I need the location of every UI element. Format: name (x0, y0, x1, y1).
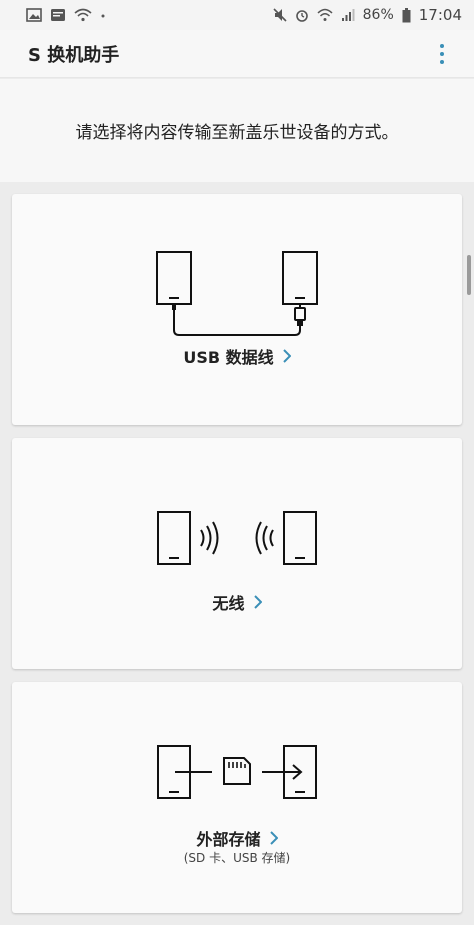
option-wireless-label-row: 无线 (12, 590, 462, 614)
cell-signal-icon (341, 8, 355, 22)
option-wireless[interactable]: 无线 (12, 438, 462, 669)
chevron-right-icon (269, 831, 278, 845)
alarm-icon (295, 8, 309, 22)
more-options-dot (440, 51, 444, 56)
external-storage-icon (157, 745, 317, 799)
option-wireless-label: 无线 (212, 594, 245, 613)
option-external-label: 外部存储 (196, 830, 261, 849)
more-options-button[interactable] (432, 39, 452, 69)
wifi-signal-icon (317, 8, 333, 22)
status-bar: 86% 17:04 (0, 0, 474, 30)
app-bar: S 换机助手 (0, 30, 474, 78)
option-usb-label-row: USB 数据线 (12, 344, 462, 368)
scrollbar[interactable] (467, 255, 471, 295)
message-notification-icon (50, 8, 66, 22)
gallery-notification-icon (26, 8, 42, 22)
more-options-dot (440, 43, 444, 48)
option-external-label-row: 外部存储 (12, 826, 462, 850)
option-usb-cable[interactable]: USB 数据线 (12, 194, 462, 425)
wifi-notification-icon (74, 8, 92, 22)
intro-text: 请选择将内容传输至新盖乐世设备的方式。 (0, 79, 474, 182)
option-usb-label: USB 数据线 (183, 348, 274, 367)
dot-indicator-icon (100, 8, 106, 22)
option-external-storage[interactable]: 外部存储 (SD 卡、USB 存储) (12, 682, 462, 913)
battery-icon (402, 7, 411, 23)
option-external-sublabel: (SD 卡、USB 存储) (183, 851, 291, 865)
intro-label: 请选择将内容传输至新盖乐世设备的方式。 (75, 123, 399, 143)
more-options-dot (440, 59, 444, 64)
chevron-right-icon (253, 595, 262, 609)
mute-icon (273, 8, 287, 22)
app-title: S 换机助手 (28, 44, 120, 66)
usb-cable-icon (156, 251, 318, 336)
status-left (26, 8, 106, 22)
clock: 17:04 (418, 6, 462, 24)
chevron-right-icon (282, 349, 291, 363)
battery-percent: 86% (362, 7, 394, 23)
wireless-icon (157, 511, 317, 565)
status-right: 86% 17:04 (273, 6, 462, 24)
